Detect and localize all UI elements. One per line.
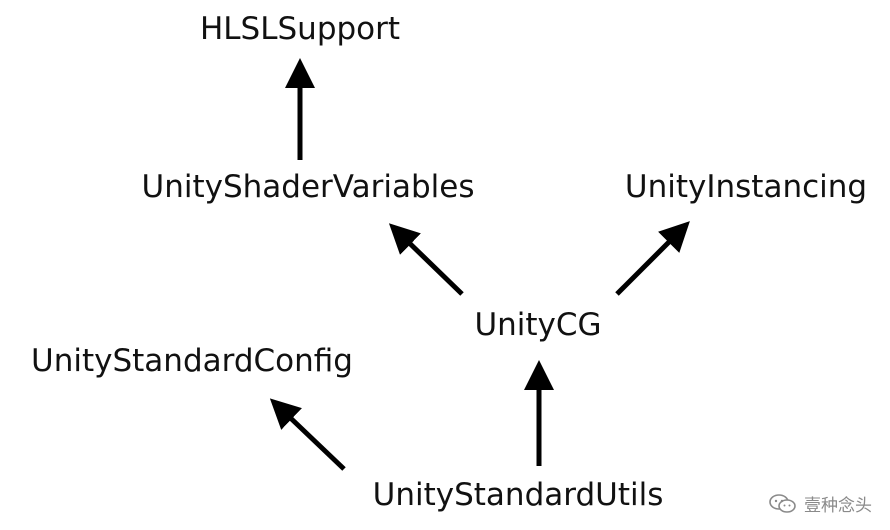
arrow-unitycg-to-unityshadervariables bbox=[388, 223, 464, 296]
arrow-unitystandardutils-to-unitystandardconfig bbox=[269, 398, 346, 471]
node-unitystandardconfig: UnityStandardConfig bbox=[31, 343, 353, 379]
arrow-unitycg-to-unityinstancing bbox=[615, 221, 690, 296]
node-hlslsupport: HLSLSupport bbox=[199, 11, 401, 47]
watermark: 壹种念头 bbox=[768, 491, 872, 516]
node-unityinstancing: UnityInstancing bbox=[624, 169, 868, 205]
watermark-text: 壹种念头 bbox=[804, 496, 872, 516]
wechat-icon bbox=[768, 493, 798, 515]
node-unitystandardutils: UnityStandardUtils bbox=[372, 477, 664, 513]
node-unityshadervariables: UnityShaderVariables bbox=[141, 169, 475, 205]
node-unitycg: UnityCG bbox=[474, 307, 602, 343]
